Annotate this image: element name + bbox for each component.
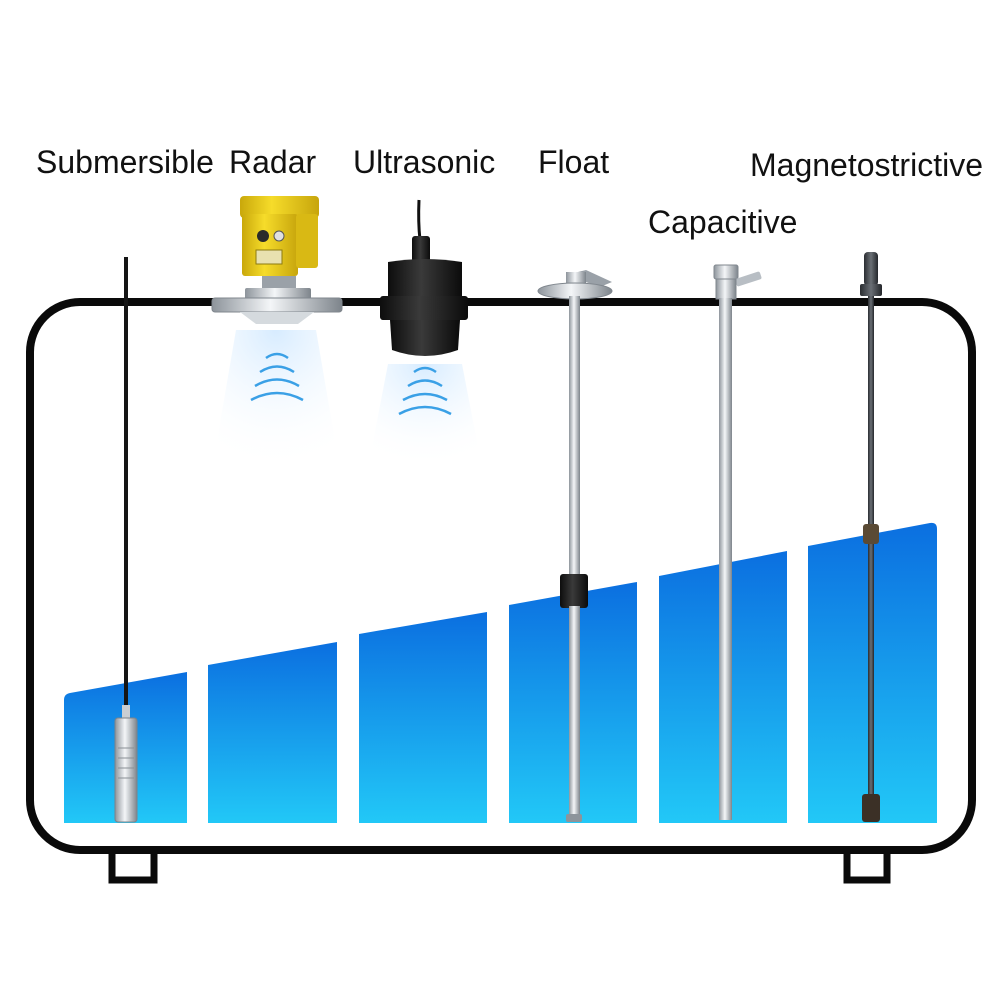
label-ultrasonic: Ultrasonic [353,146,495,178]
label-radar: Radar [229,146,316,178]
label-submersible: Submersible [36,146,214,178]
tank-foot-left [112,852,154,880]
liquid-column-2 [208,642,337,823]
label-float: Float [538,146,609,178]
label-magnetostrictive: Magnetostrictive [750,149,983,181]
label-capacitive: Capacitive [648,206,797,238]
liquid-column-3 [359,612,487,823]
tank-foot-right [847,852,887,880]
